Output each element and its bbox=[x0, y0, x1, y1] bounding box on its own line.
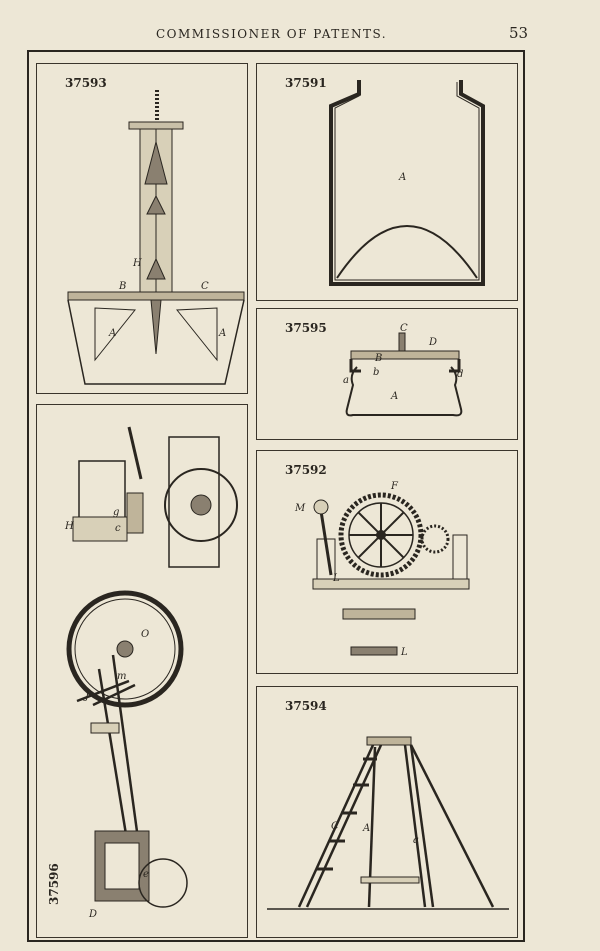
label-F: F bbox=[390, 481, 399, 492]
label-A-left: A bbox=[108, 328, 116, 339]
label-A: A bbox=[362, 823, 370, 834]
figure-panel-37595: 37595 C D B b a d A bbox=[256, 308, 518, 440]
label-b: b bbox=[373, 367, 379, 378]
label-C: C bbox=[331, 821, 339, 832]
label-m: m bbox=[117, 671, 126, 682]
drawing-37592: M F L L bbox=[294, 481, 470, 658]
figure-panel-37596: 37596 H g c e O bbox=[36, 404, 248, 938]
label-L-bar: L bbox=[400, 647, 408, 658]
figure-panel-37592: 37592 M F L L bbox=[256, 450, 518, 674]
label-O: O bbox=[141, 629, 149, 640]
label-D: D bbox=[428, 337, 437, 348]
patent-number: 37594 bbox=[285, 699, 327, 713]
patent-number: 37591 bbox=[285, 76, 327, 90]
label-J: J bbox=[83, 691, 90, 702]
label-e: e bbox=[143, 869, 149, 880]
page-number: 53 bbox=[509, 24, 529, 42]
drawing-37594: C A a bbox=[267, 736, 509, 910]
label-B: B bbox=[374, 353, 382, 364]
label-B: B bbox=[118, 281, 126, 292]
label-d: d bbox=[457, 369, 463, 380]
label-A: A bbox=[398, 172, 406, 183]
label-C: C bbox=[400, 323, 408, 334]
label-D: D bbox=[88, 909, 97, 920]
label-H: H bbox=[132, 258, 142, 269]
label-a: a bbox=[413, 835, 419, 846]
label-c: c bbox=[115, 523, 121, 534]
label-a: a bbox=[343, 375, 349, 386]
running-head: COMMISSIONER OF PATENTS. bbox=[156, 27, 388, 41]
figure-panel-37594: 37594 C A a bbox=[256, 686, 518, 938]
label-M: M bbox=[294, 503, 306, 514]
label-L: L bbox=[332, 573, 340, 584]
plate-frame: 37593 B C H A A 37591 A bbox=[27, 50, 525, 942]
label-H: H bbox=[64, 521, 74, 532]
patent-number: 37595 bbox=[285, 321, 327, 335]
figure-panel-37593: 37593 B C H A A bbox=[36, 63, 248, 394]
label-A-right: A bbox=[218, 328, 226, 339]
patent-number: 37593 bbox=[65, 76, 107, 90]
label-g: g bbox=[113, 507, 119, 518]
patent-number: 37592 bbox=[285, 463, 327, 477]
page-header: COMMISSIONER OF PATENTS. 53 bbox=[0, 24, 600, 48]
drawing-37595: C D B b a d A bbox=[343, 323, 463, 417]
label-C: C bbox=[201, 281, 209, 292]
drawing-37593: B C H A A bbox=[67, 90, 245, 385]
figure-panel-37591: 37591 A bbox=[256, 63, 518, 301]
drawing-37591: A bbox=[329, 80, 485, 286]
drawing-37596: H g c e O m J D bbox=[64, 426, 238, 920]
label-A: A bbox=[390, 391, 398, 402]
